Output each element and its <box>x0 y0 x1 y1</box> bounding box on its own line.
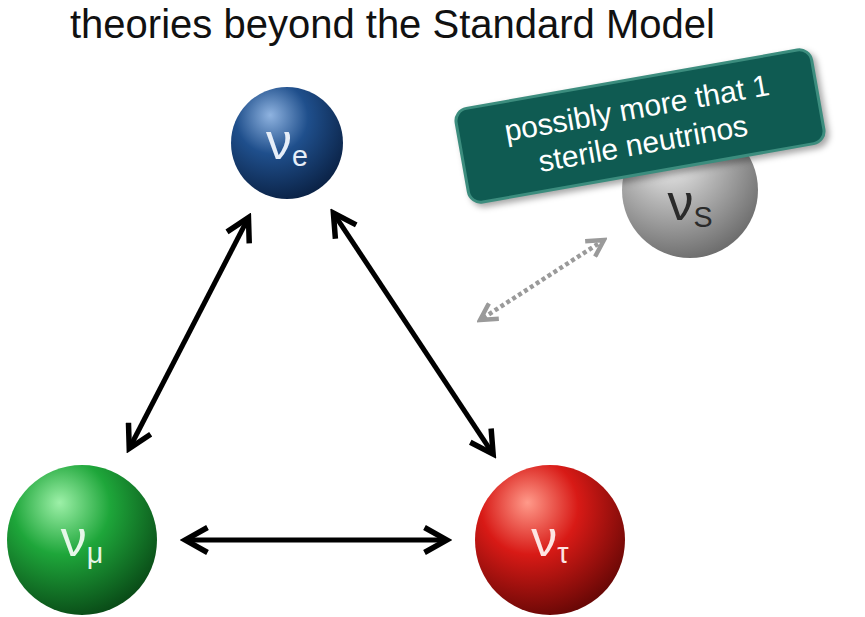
sphere-fill <box>231 87 343 199</box>
neutrino-symbol: ντ <box>531 512 568 568</box>
sphere-fill <box>7 465 157 615</box>
dashed-arrow <box>480 240 604 320</box>
neutrino-symbol: νe <box>266 115 308 171</box>
slide-title: theories beyond the Standard Model <box>70 2 715 46</box>
neutrino-sphere: νe <box>231 87 343 199</box>
sphere-fill <box>622 122 758 258</box>
oscillation-arrow <box>333 213 493 454</box>
neutrino-symbol: νμ <box>61 512 103 568</box>
sphere-fill <box>475 465 625 615</box>
neutrino-sphere: ντ <box>475 465 625 615</box>
neutrino-sphere: νμ <box>7 465 157 615</box>
neutrino-symbol: νS <box>667 176 712 232</box>
oscillation-arrow <box>129 218 248 449</box>
oscillation-arrow <box>185 538 447 543</box>
